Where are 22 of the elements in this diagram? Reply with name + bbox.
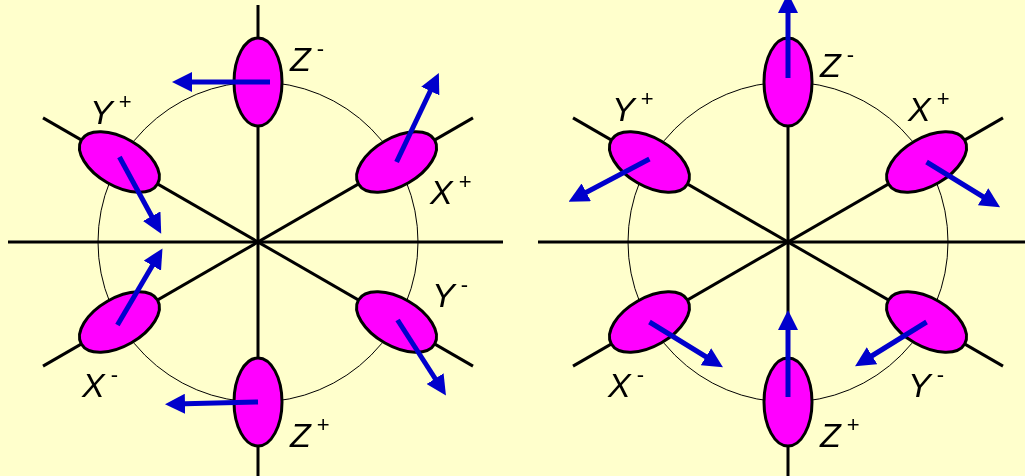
orbital-lobe <box>762 36 814 128</box>
axis-label: X$^{+}$ <box>908 92 950 126</box>
axis-label: Z$^{-}$ <box>820 48 855 82</box>
orbital-lobe <box>78 130 161 194</box>
axis-label: Z$^{-}$ <box>290 42 325 76</box>
axis-label: Z$^{+}$ <box>290 418 330 452</box>
orbital-lobe <box>232 356 284 448</box>
axis-label: Y$^{+}$ <box>90 95 132 129</box>
axis-label: Y$^{-}$ <box>908 368 944 402</box>
axis-label: Y$^{-}$ <box>432 278 468 312</box>
orbital-lobe <box>762 356 814 448</box>
orbital-lobe <box>232 36 284 128</box>
axis-label: Y$^{+}$ <box>612 92 654 126</box>
axis-label: X$^{+}$ <box>430 175 472 209</box>
axis-label: Z$^{+}$ <box>820 418 860 452</box>
orbital-lobe <box>885 290 968 354</box>
axis-label: X$^{-}$ <box>82 368 118 402</box>
axis-label: X$^{-}$ <box>608 368 644 402</box>
orbital-lobe <box>608 290 691 354</box>
orbital-lobe <box>608 130 691 194</box>
orbital-lobe <box>885 130 968 194</box>
orbital-lobe <box>78 290 161 354</box>
